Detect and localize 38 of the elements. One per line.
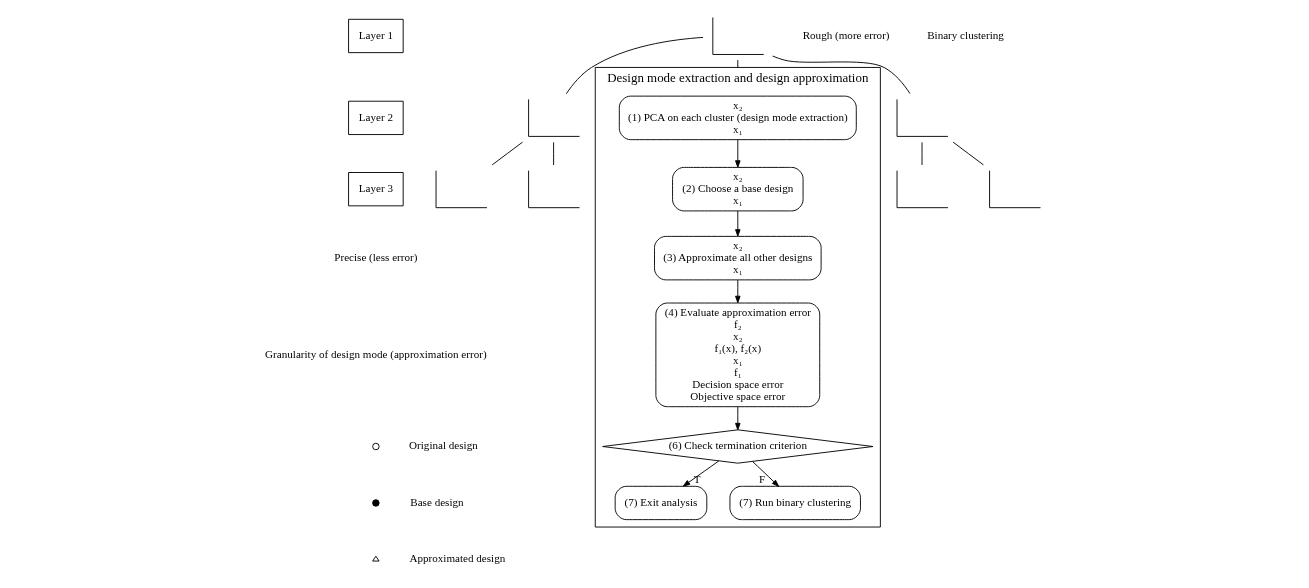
arrow bbox=[735, 210, 741, 237]
node-diamond: (6) Check termination criterion bbox=[602, 429, 874, 464]
node-box: x₂ (3) Approximate all other designs x₁ bbox=[654, 235, 822, 281]
edge-label: F bbox=[759, 472, 766, 485]
label: Rough (more error) bbox=[802, 28, 890, 41]
legend-label: Base design bbox=[410, 495, 464, 508]
node-box: Layer 2 bbox=[348, 100, 404, 135]
node-box: x₂ (1) PCA on each cluster (design mode extraction) x₁ bbox=[618, 95, 857, 141]
node-box: (4) Evaluate approximation error f₂ x₂ f₁(x), f₂(x) x₁ f₁ Decision space error Objective space error bbox=[655, 302, 821, 408]
connector bbox=[491, 141, 523, 166]
connector bbox=[952, 141, 984, 166]
picture bbox=[435, 170, 488, 209]
node-box: Layer 1 bbox=[348, 18, 404, 54]
connector bbox=[772, 55, 911, 95]
legend-label: Original design bbox=[409, 439, 478, 452]
arrow bbox=[682, 460, 720, 487]
connector bbox=[737, 59, 739, 68]
node-box: x₂ (2) Choose a base design x₁ bbox=[672, 166, 804, 212]
picture bbox=[528, 98, 580, 137]
picture bbox=[712, 17, 765, 55]
connector bbox=[565, 36, 704, 95]
node-box: Layer 3 bbox=[348, 172, 404, 207]
picture bbox=[896, 170, 949, 209]
node-box: (7) Run binary clustering bbox=[729, 485, 861, 521]
arrow bbox=[735, 406, 741, 431]
picture bbox=[896, 98, 949, 137]
label: Binary clustering bbox=[927, 28, 1004, 41]
node-box: (7) Exit analysis bbox=[614, 485, 708, 521]
connector bbox=[553, 141, 555, 166]
label: Granularity of design mode (approximation error) bbox=[265, 347, 487, 360]
legend-label: Approximated design bbox=[409, 552, 506, 565]
picture bbox=[989, 170, 1041, 209]
arrow bbox=[735, 279, 741, 304]
arrow bbox=[752, 461, 780, 487]
picture bbox=[528, 170, 580, 209]
arrow bbox=[735, 139, 741, 168]
edge-label: T bbox=[693, 472, 701, 485]
label: Precise (less error) bbox=[334, 251, 418, 263]
